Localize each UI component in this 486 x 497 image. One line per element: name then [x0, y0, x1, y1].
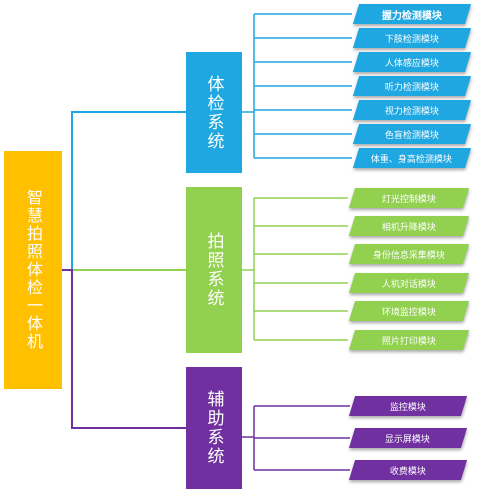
- inspection-system-node: 体检系统: [186, 52, 242, 173]
- connector-root-to-inspection: [62, 111, 186, 271]
- module-label: 人体感应模块: [384, 58, 439, 69]
- module-label: 人机对话模块: [381, 279, 436, 290]
- module-identity-capture: 身份信息采集模块: [348, 244, 470, 264]
- module-label: 色盲检测模块: [384, 130, 439, 141]
- module-label: 监控模块: [389, 402, 426, 413]
- module-weight-height: 体重、身高检测模块: [352, 148, 472, 168]
- module-label: 听力检测模块: [384, 82, 439, 93]
- photo-system-node: 拍照系统: [186, 187, 242, 353]
- module-light-control: 灯光控制模块: [348, 188, 470, 208]
- module-hearing: 听力检测模块: [352, 76, 472, 96]
- module-label: 相机升降模块: [381, 222, 436, 233]
- module-label: 身份信息采集模块: [372, 250, 445, 261]
- module-camera-lift: 相机升降模块: [348, 216, 470, 236]
- connector-root-to-auxiliary: [62, 269, 186, 429]
- module-lower-limb: 下肢检测模块: [352, 28, 472, 48]
- module-label: 照片打印模块: [381, 336, 436, 347]
- module-label: 体重、身高检测模块: [371, 154, 453, 165]
- module-label: 环境监控模块: [381, 307, 436, 318]
- auxiliary-system-node: 辅助系统: [186, 367, 242, 489]
- module-payment: 收费模块: [348, 460, 468, 480]
- module-dialogue: 人机对话模块: [348, 273, 470, 293]
- module-photo-print: 照片打印模块: [348, 330, 470, 350]
- root-node: 智慧拍照体检一体机: [4, 151, 62, 389]
- module-label: 握力检测模块: [382, 10, 442, 22]
- module-monitoring: 监控模块: [348, 396, 468, 416]
- module-label: 显示屏模块: [385, 434, 431, 445]
- module-body-sensing: 人体感应模块: [352, 52, 472, 72]
- module-label: 灯光控制模块: [381, 194, 436, 205]
- module-color-blindness: 色盲检测模块: [352, 124, 472, 144]
- module-environment-monitor: 环境监控模块: [348, 301, 470, 321]
- module-label: 下肢检测模块: [384, 34, 439, 45]
- module-display-screen: 显示屏模块: [348, 428, 468, 448]
- module-vision: 视力检测模块: [352, 100, 472, 120]
- module-label: 收费模块: [389, 466, 426, 477]
- module-label: 视力检测模块: [384, 106, 439, 117]
- module-grip-strength: 握力检测模块: [352, 4, 472, 24]
